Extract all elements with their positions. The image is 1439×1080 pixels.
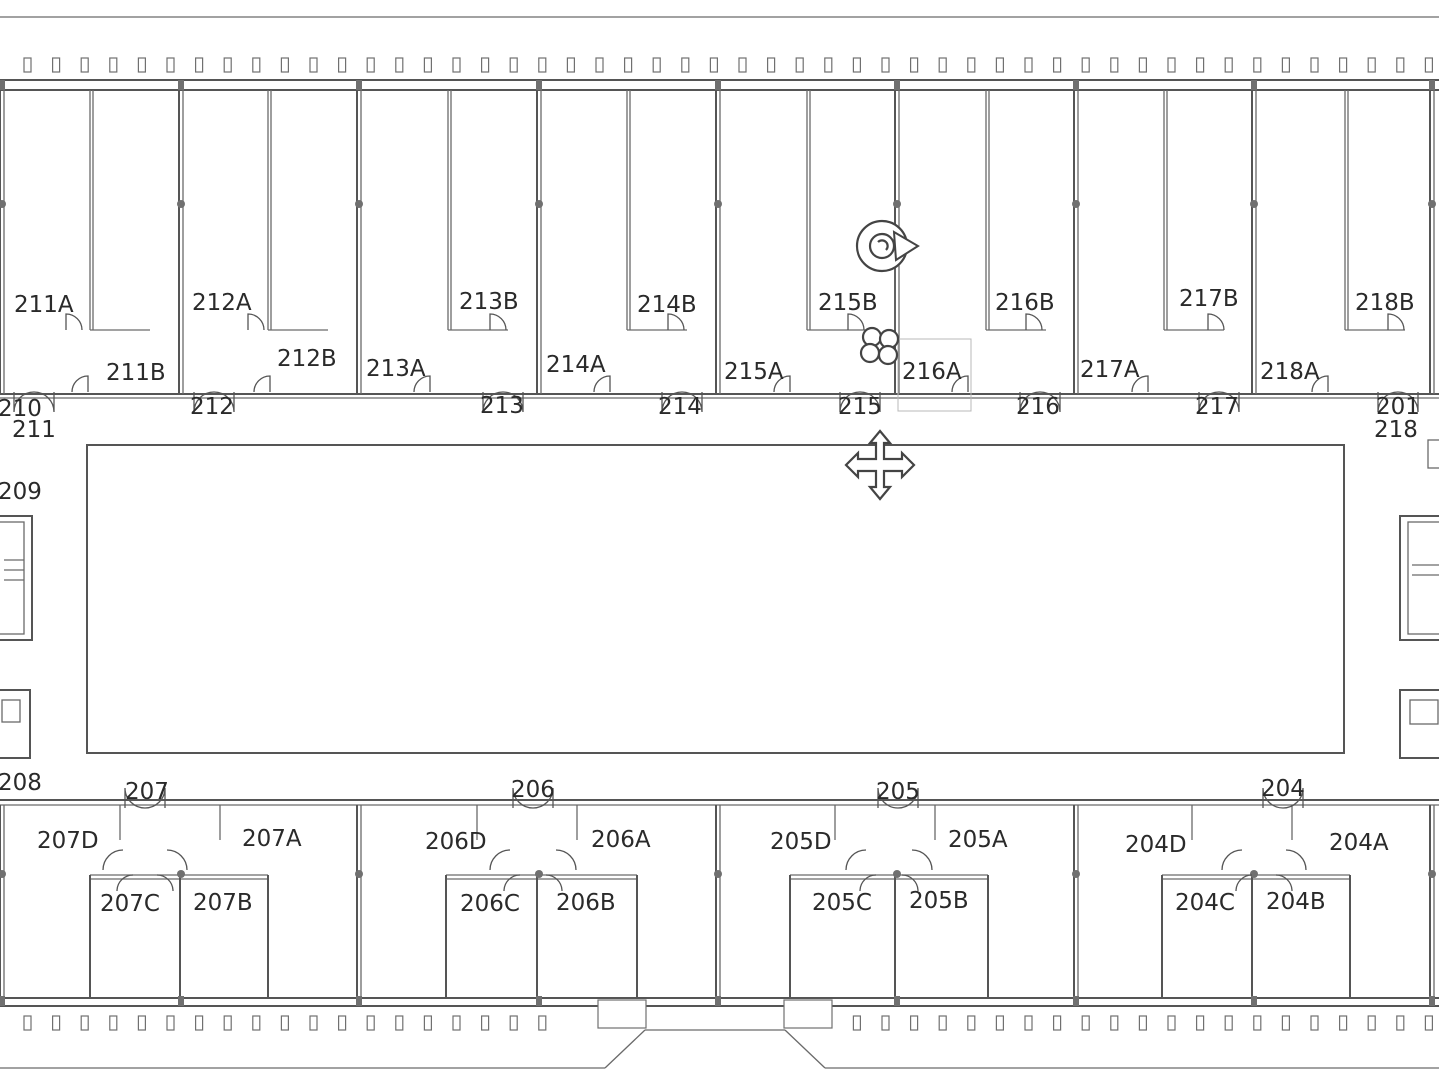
door-label[interactable]: 206 xyxy=(511,777,555,803)
rotate-icon[interactable] xyxy=(855,219,920,273)
room-label[interactable]: 205A xyxy=(948,827,1008,853)
room-label[interactable]: 206C xyxy=(460,891,520,917)
central-atrium xyxy=(86,444,1345,754)
room-label[interactable]: 218A xyxy=(1260,359,1320,385)
door-label[interactable]: 211 xyxy=(12,417,56,443)
room-label[interactable]: 204B xyxy=(1266,889,1326,915)
door-label[interactable]: 213 xyxy=(480,393,524,419)
door-label[interactable]: 218 xyxy=(1374,417,1418,443)
door-label[interactable]: 215 xyxy=(838,394,882,420)
door-label[interactable]: 216 xyxy=(1016,394,1060,420)
anchor-circles-icon[interactable] xyxy=(859,326,900,366)
door-label[interactable]: 214 xyxy=(658,394,702,420)
room-label[interactable]: 211B xyxy=(106,360,166,386)
room-label[interactable]: 213A xyxy=(366,356,426,382)
room-label[interactable]: 207C xyxy=(100,891,160,917)
door-label[interactable]: 210 xyxy=(0,396,42,422)
room-label[interactable]: 216A xyxy=(902,359,962,385)
room-label[interactable]: 205D xyxy=(770,829,832,855)
move-arrows-icon[interactable] xyxy=(844,429,916,501)
room-label[interactable]: 212B xyxy=(277,346,337,372)
room-label[interactable]: 207D xyxy=(37,828,99,854)
room-label[interactable]: 206A xyxy=(591,827,651,853)
room-label[interactable]: 206D xyxy=(425,829,487,855)
room-label[interactable]: 207A xyxy=(242,826,302,852)
room-label[interactable]: 215A xyxy=(724,359,784,385)
room-labels-top: 211A 212A 213B 214B 215B 216B 217B 218B xyxy=(14,286,1415,318)
side-labels: 209 208 xyxy=(0,479,42,796)
window-strip-bottom xyxy=(23,1015,1434,1031)
room-label[interactable]: 215B xyxy=(818,290,878,316)
room-label[interactable]: 216B xyxy=(995,290,1055,316)
door-label[interactable]: 212 xyxy=(190,394,234,420)
room-label[interactable]: 218B xyxy=(1355,290,1415,316)
room-label[interactable]: 211A xyxy=(14,292,74,318)
door-labels-bottom: 207 206 205 204 xyxy=(125,776,1305,805)
room-label[interactable]: 209 xyxy=(0,479,42,505)
room-label[interactable]: 212A xyxy=(192,290,252,316)
door-label[interactable]: 205 xyxy=(876,779,920,805)
bottom-room-band xyxy=(0,799,1439,998)
window-strip-top xyxy=(23,57,1434,73)
room-label[interactable]: 204A xyxy=(1329,830,1389,856)
stair-left xyxy=(0,515,33,759)
door-label[interactable]: 204 xyxy=(1261,776,1305,802)
door-label[interactable]: 217 xyxy=(1195,394,1239,420)
room-labels-mid: 211B 212B 213A 214A 215A 216A 217A 218A xyxy=(106,346,1320,386)
selection-box xyxy=(897,338,972,412)
top-room-band xyxy=(0,90,1439,399)
room-label[interactable]: 204C xyxy=(1175,890,1235,916)
door-label[interactable]: 207 xyxy=(125,779,169,805)
room-label[interactable]: 217B xyxy=(1179,286,1239,312)
room-labels-bottom: 207D 207A 206D 206A 205D 205A 204D 204A … xyxy=(37,826,1389,917)
door-swings xyxy=(13,313,1419,892)
room-label[interactable]: 205C xyxy=(812,890,872,916)
room-label[interactable]: 207B xyxy=(193,890,253,916)
room-label[interactable]: 213B xyxy=(459,289,519,315)
stair-right xyxy=(1399,439,1439,759)
room-label[interactable]: 208 xyxy=(0,770,42,796)
room-label[interactable]: 204D xyxy=(1125,832,1187,858)
door-labels-top: 210 212 213 214 215 216 217 201 211 218 xyxy=(0,393,1420,443)
room-label[interactable]: 206B xyxy=(556,890,616,916)
door-label[interactable]: 201 xyxy=(1376,394,1420,420)
room-label[interactable]: 205B xyxy=(909,888,969,914)
room-label[interactable]: 214A xyxy=(546,352,606,378)
room-label[interactable]: 217A xyxy=(1080,357,1140,383)
room-label[interactable]: 214B xyxy=(637,292,697,318)
structural-columns xyxy=(0,80,1436,1006)
